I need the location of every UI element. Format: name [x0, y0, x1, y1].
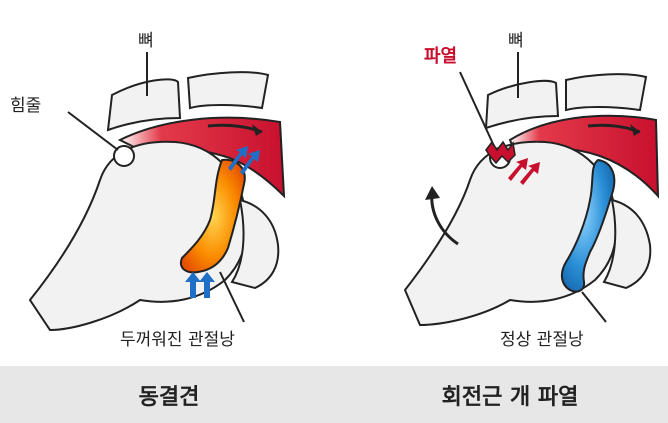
right-bone-label: 뼈: [508, 31, 524, 51]
right-normal-capsule: [560, 158, 616, 293]
left-tendon-label: 힘줄: [10, 96, 41, 116]
right-clavicle-bone: [565, 73, 648, 112]
right-tear-site: [485, 140, 516, 165]
caption-bar: 동결견 회전근 개 파열: [0, 366, 668, 423]
left-blue-arrows-top: [228, 146, 260, 175]
left-glenoid-bone: [230, 198, 280, 290]
left-clavicle-bone: [186, 71, 270, 110]
left-tendon-node: [113, 145, 135, 167]
left-acromion-bone: [106, 78, 182, 132]
shoulder-diagram: 뼈 힘줄 두꺼워진 관절낭 뼈 파열 정상 관절낭: [10, 31, 660, 350]
right-tear-label: 파열: [424, 46, 457, 67]
rotator-cuff-tear-caption: 회전근 개 파열: [441, 384, 579, 410]
left-shoulder: 뼈 힘줄 두꺼워진 관절낭: [10, 31, 286, 350]
right-red-arrows: [508, 158, 540, 185]
left-capsule-label: 두꺼워진 관절낭: [120, 330, 235, 350]
right-acromion-bone: [484, 80, 560, 130]
left-bone-label: 뼈: [138, 31, 154, 51]
frozen-shoulder-caption: 동결견: [138, 384, 200, 410]
left-thickened-capsule: [180, 158, 246, 274]
right-shoulder: 뼈 파열 정상 관절낭: [403, 31, 660, 350]
left-blue-arrows-bottom: [185, 272, 215, 298]
right-glenoid-bone: [602, 198, 652, 290]
right-capsule-label: 정상 관절낭: [500, 330, 584, 350]
